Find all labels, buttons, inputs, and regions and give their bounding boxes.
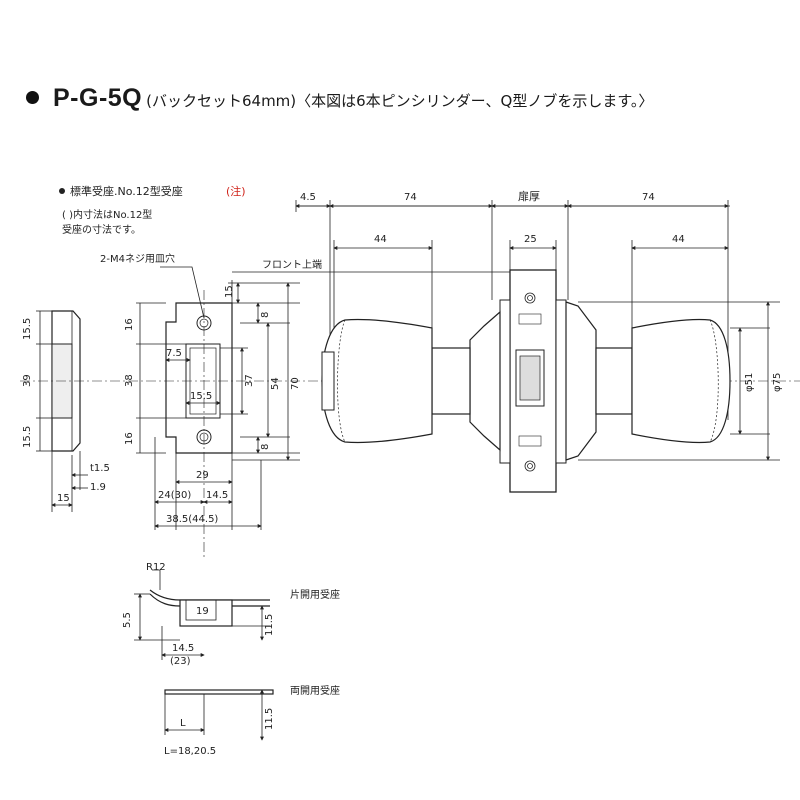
dim-29: 29 (196, 470, 209, 481)
dim-15-side: 15 (57, 493, 70, 504)
dim-16-bottom: 16 (124, 432, 135, 445)
dim-74-left: 74 (404, 192, 417, 203)
dim-54: 54 (270, 377, 281, 390)
bullet-icon (26, 91, 39, 104)
single-strike-drawing (149, 589, 270, 627)
dim-phi75: φ75 (772, 373, 783, 392)
dim-70: 70 (290, 377, 301, 390)
right-knob (565, 301, 731, 461)
dim-8-bottom: 8 (260, 444, 271, 450)
single-strike-label: 片開用受座 (290, 588, 340, 601)
r12-label: R12 (146, 562, 166, 573)
dim-15-5-bottom: 15.5 (22, 426, 33, 448)
l-short-label: L (180, 718, 186, 729)
dim-16-top: 16 (124, 318, 135, 331)
dim-7-5: 7.5 (166, 348, 182, 359)
dim-44-left: 44 (374, 234, 387, 245)
dim-t1-5: t1.5 (90, 463, 110, 474)
dim-38-5: 38.5(44.5) (166, 514, 218, 525)
dim-14-5: 14.5 (206, 490, 228, 501)
double-strike-drawing (164, 689, 274, 695)
dim-8-top: 8 (260, 312, 271, 318)
door-section (499, 269, 567, 493)
dim-15-5-mid: 15.5 (190, 391, 212, 402)
strike-note-mark: (注) (226, 184, 246, 198)
dim-14-5-strike: 14.5 (172, 643, 194, 654)
dim-24-30: 24(30) (158, 490, 191, 501)
dim-11-5-single: 11.5 (264, 614, 275, 636)
dim-23: (23) (170, 656, 191, 667)
front-top-label: フロント上端 (262, 258, 322, 271)
dim-15-top: 15 (224, 285, 235, 298)
door-thickness-label: 扉厚 (518, 190, 540, 203)
dim-19: 19 (196, 606, 209, 617)
dim-phi51: φ51 (744, 373, 755, 392)
dim-11-5-double: 11.5 (264, 708, 275, 730)
strike-plate-front (165, 302, 233, 454)
dim-25: 25 (524, 234, 537, 245)
dim-4-5: 4.5 (300, 192, 316, 203)
dim-15-5-top: 15.5 (22, 318, 33, 340)
dim-44-right: 44 (672, 234, 685, 245)
strike-note-line1: ( )内寸法はNo.12型 (62, 208, 152, 221)
strike-note-heading: 標準受座.No.12型受座 (70, 184, 183, 198)
dim-39: 39 (22, 374, 33, 387)
dim-5-5: 5.5 (122, 612, 133, 628)
screw-hole-label: 2-M4ネジ用皿穴 (100, 252, 175, 265)
strike-note-line2: 受座の寸法です。 (62, 223, 141, 236)
dim-38: 38 (124, 374, 135, 387)
dim-74-right: 74 (642, 192, 655, 203)
double-strike-label: 両開用受座 (290, 684, 340, 697)
l-value-label: L=18,20.5 (164, 746, 216, 757)
page-title: P-G-5Q (バックセット64mm)〈本図は6本ピンシリンダー、Q型ノブを示し… (26, 84, 653, 114)
note-bullet-icon (59, 188, 65, 194)
dim-37: 37 (244, 374, 255, 387)
model-number: P-G-5Q (53, 84, 143, 112)
title-subtitle: (バックセット64mm)〈本図は6本ピンシリンダー、Q型ノブを示します。〉 (146, 92, 654, 110)
dim-1-9: 1.9 (90, 482, 106, 493)
left-knob (321, 310, 501, 452)
